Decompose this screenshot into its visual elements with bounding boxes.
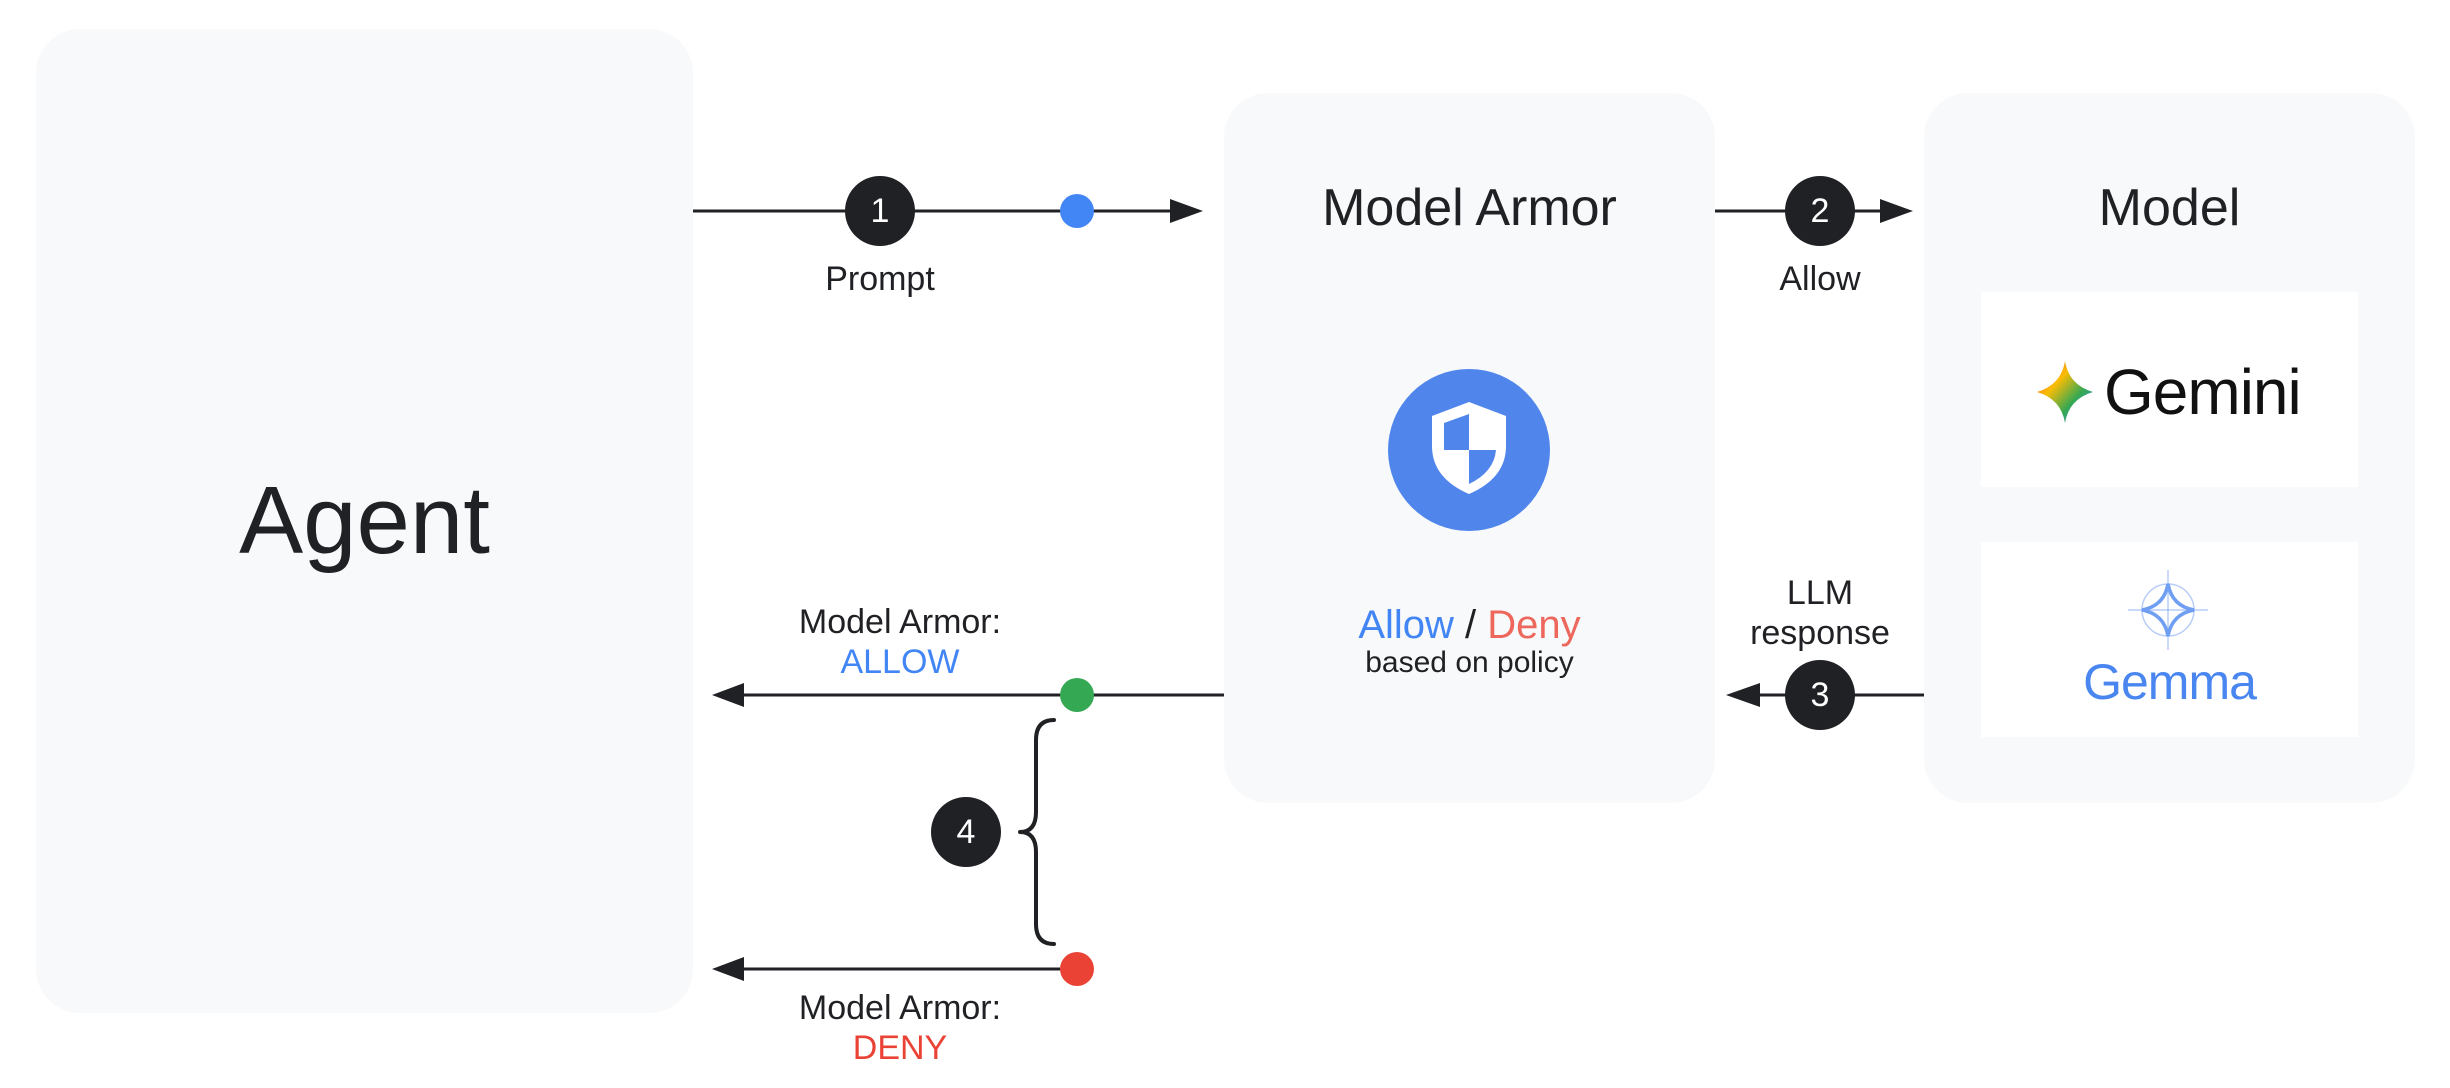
allow-result-label-line2: ALLOW	[840, 643, 960, 681]
gemma-sparkle-icon	[2128, 570, 2208, 650]
step-4-circle	[931, 797, 1001, 867]
llm-response-label-line1: LLM	[1786, 574, 1854, 612]
deny-result-label-line2: DENY	[852, 1029, 948, 1067]
allow-result-dot	[1060, 678, 1094, 712]
allow-result-label: Model Armor: ALLOW	[720, 602, 1080, 682]
llm-response-label: LLM response	[1700, 573, 1940, 653]
prompt-arrowhead	[1170, 199, 1203, 223]
llm-response-arrowhead	[1726, 683, 1760, 707]
prompt-dot	[1060, 194, 1094, 228]
gemini-sparkle-icon	[2037, 361, 2093, 423]
decision-deny: Deny	[1487, 603, 1581, 647]
allow-result-label-line1: Model Armor:	[798, 603, 1002, 641]
gemini-wordmark: Gemini	[2104, 356, 2302, 428]
deny-result-label-line1: Model Armor:	[798, 989, 1002, 1027]
result-brace	[1018, 718, 1056, 946]
step-2-number: 2	[1810, 192, 1830, 230]
policy-label: based on policy	[1365, 646, 1574, 679]
llm-response-label-line2: response	[1750, 614, 1890, 652]
decision-separator: /	[1465, 603, 1477, 647]
allow-result-arrowhead	[712, 683, 744, 707]
gemma-wordmark: Gemma	[2083, 654, 2257, 710]
deny-result-label: Model Armor: DENY	[720, 988, 1080, 1068]
allow-arrowhead	[1880, 199, 1913, 223]
model-armor-title: Model Armor	[1322, 179, 1617, 237]
agent-panel	[36, 29, 693, 1013]
agent-title: Agent	[239, 467, 490, 574]
step-1-circle	[845, 176, 915, 246]
deny-result-arrowhead	[712, 957, 744, 981]
decision-allow: Allow	[1358, 603, 1454, 647]
shield-icon	[1388, 369, 1550, 531]
step-3-number: 3	[1810, 676, 1830, 714]
prompt-label: Prompt	[825, 260, 935, 298]
step-1-number: 1	[870, 192, 890, 230]
step-3-circle	[1785, 660, 1855, 730]
step-4-number: 4	[956, 813, 976, 851]
gemma-card	[1981, 542, 2358, 737]
decision-label: Allow / Deny	[1224, 602, 1715, 648]
allow-label: Allow	[1779, 260, 1861, 298]
deny-result-dot	[1060, 952, 1094, 986]
step-2-circle	[1785, 176, 1855, 246]
model-title: Model	[2098, 179, 2241, 237]
